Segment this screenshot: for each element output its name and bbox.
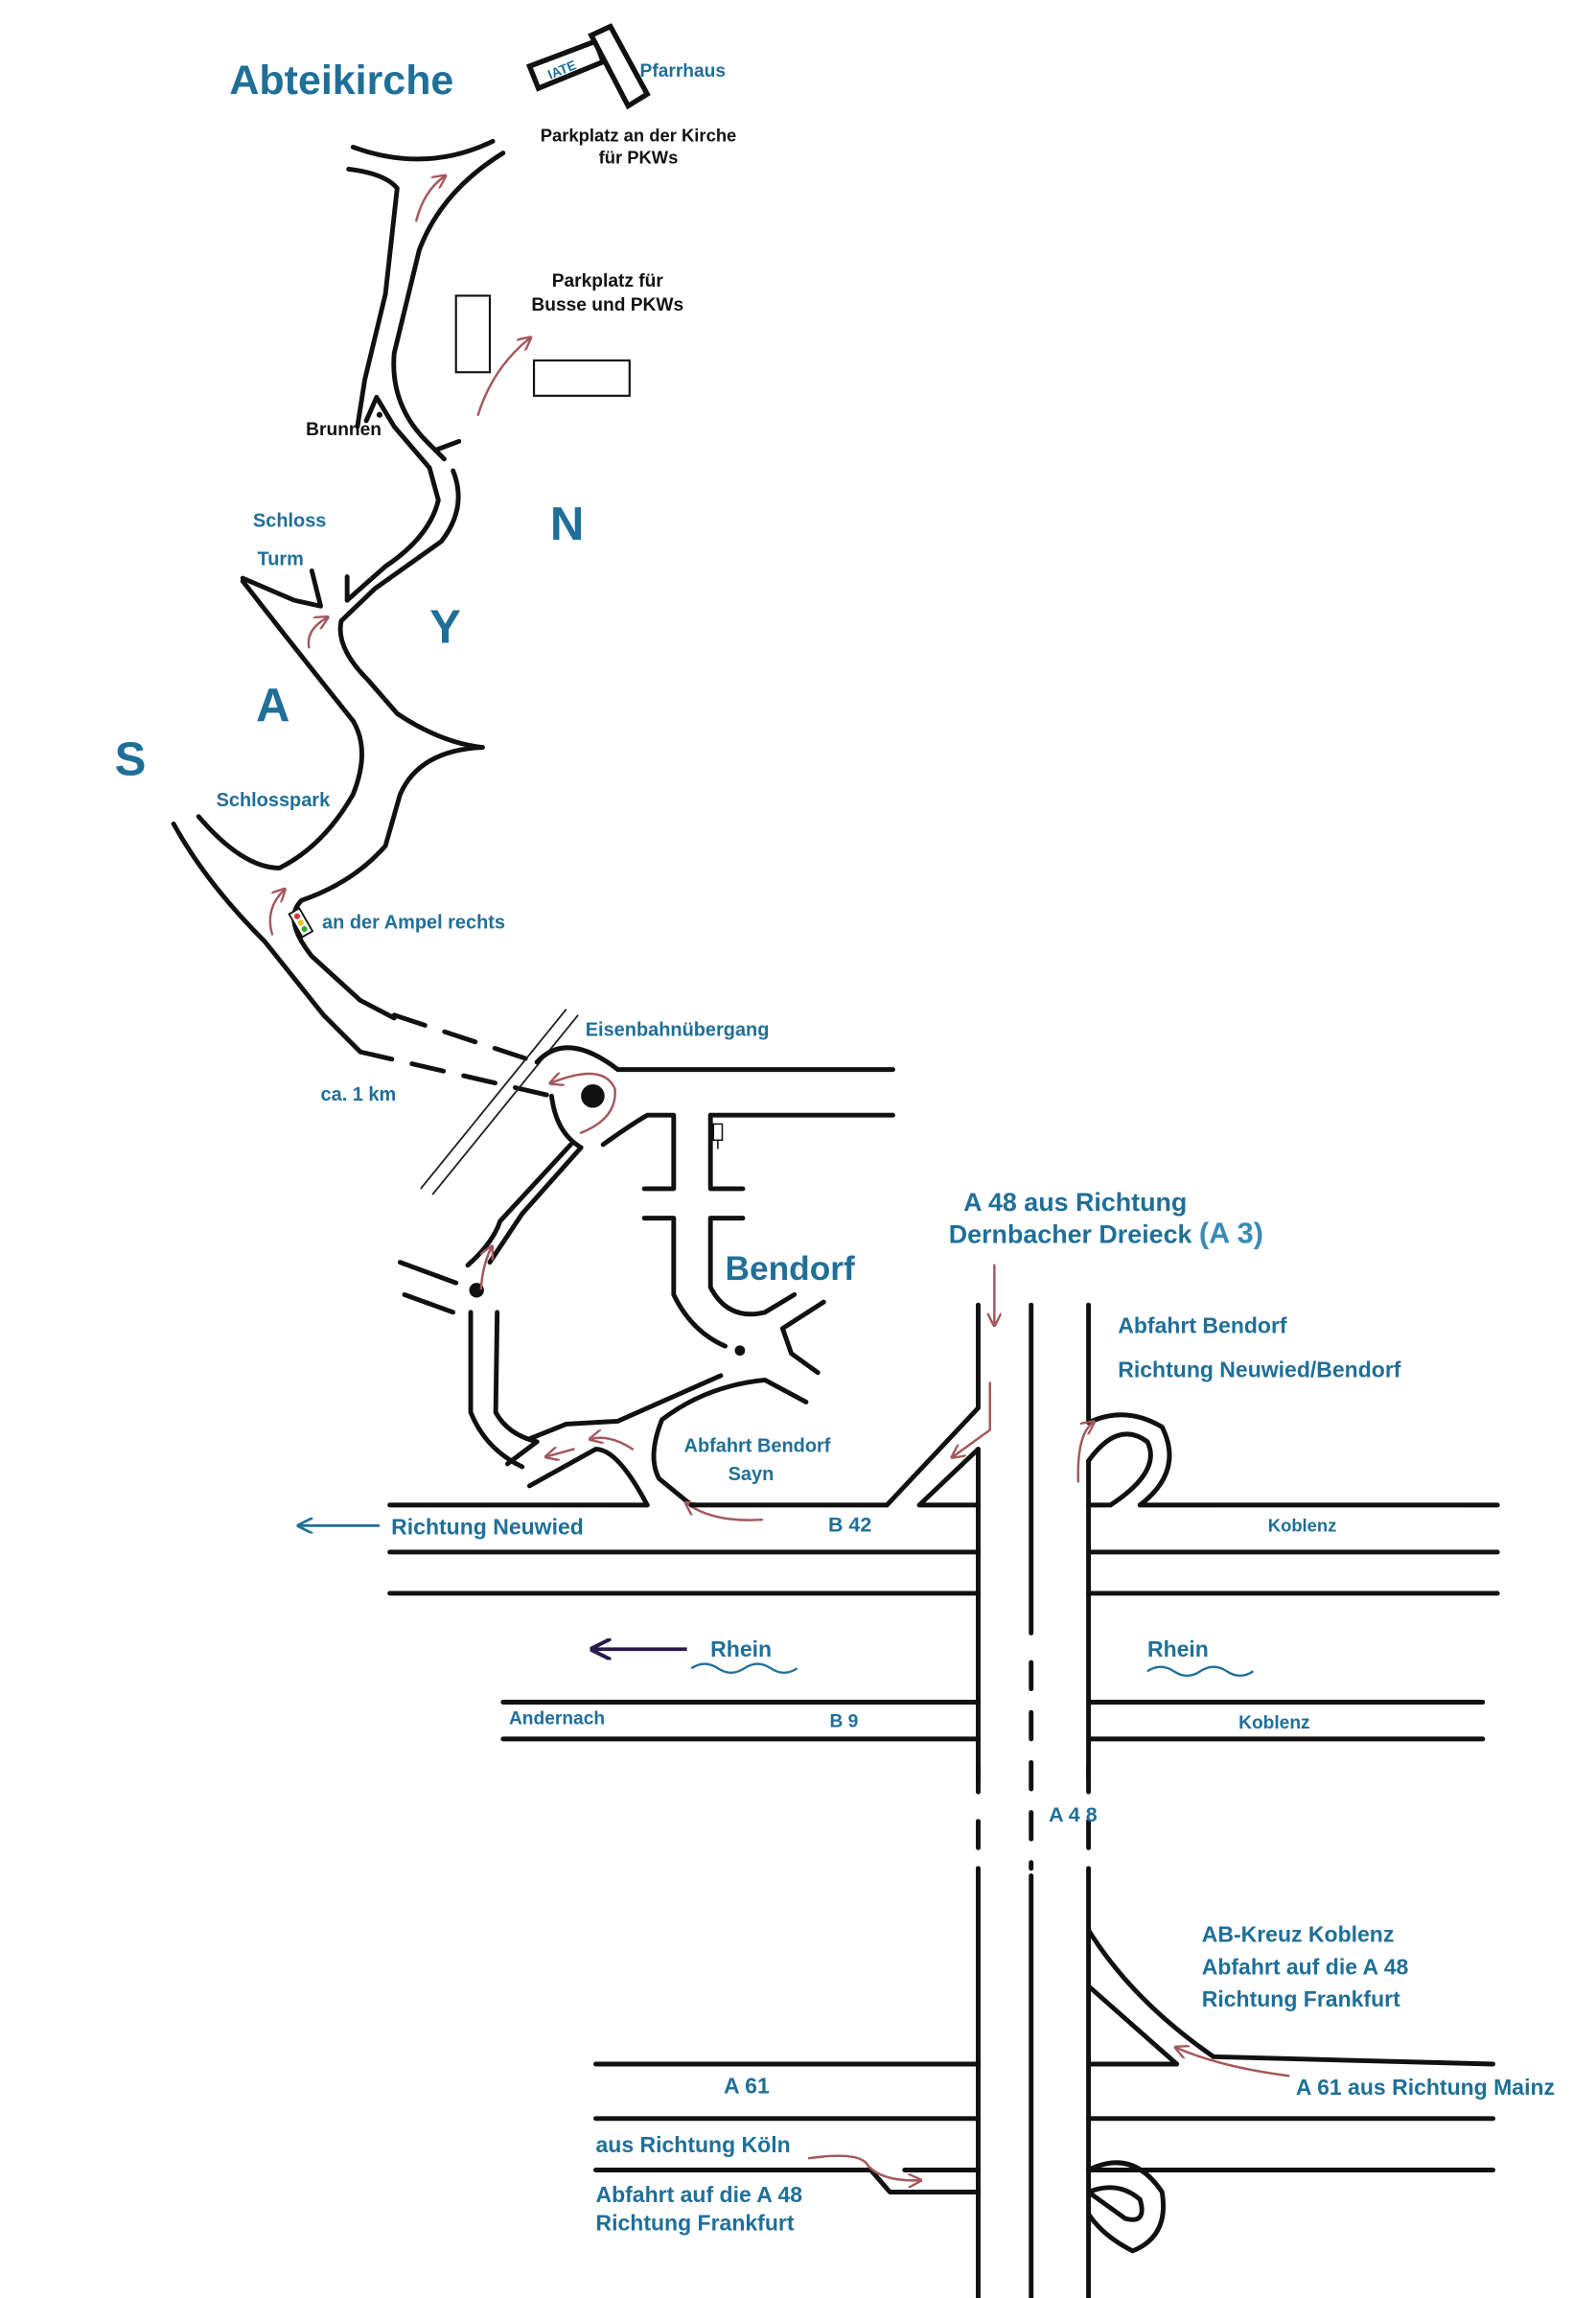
pfarrhaus-building-icon: IATE: [525, 23, 651, 110]
koeln-arrow: [807, 2154, 919, 2181]
sayn-road: [171, 138, 506, 1055]
parking-lot-2: [532, 359, 631, 397]
b9-label: B 9: [829, 1712, 858, 1732]
rhein-wave-left: [690, 1662, 798, 1674]
parkplatz-kirche-label: Parkplatz an der Kirche: [541, 125, 737, 145]
sayn-letter-s: S: [115, 734, 147, 786]
parking-lot-1: [454, 294, 492, 374]
ampel-label: an der Ampel rechts: [322, 912, 505, 933]
traffic-light-icon: [712, 1123, 724, 1149]
a61-mainz-label: A 61 aus Richtung Mainz: [1296, 2075, 1555, 2100]
koeln-label: aus Richtung Köln: [595, 2132, 790, 2157]
dashed-road: [391, 1012, 540, 1065]
b42-label: B 42: [828, 1513, 871, 1536]
rhein-wave-right: [1146, 1665, 1255, 1678]
sayn-letter-a: A: [256, 680, 289, 731]
ab-kreuz-label: AB-Kreuz Koblenz: [1202, 1922, 1395, 1947]
a3-label: (A 3): [1199, 1217, 1263, 1250]
andernach-label: Andernach: [509, 1709, 605, 1729]
sayn-letter-y: Y: [429, 602, 461, 654]
abfahrt-sayn-label-2: Sayn: [729, 1464, 775, 1485]
a48-motorway: [884, 1302, 1172, 2298]
ab-kreuz-label-3: Richtung Frankfurt: [1202, 1986, 1400, 2011]
railway-line: [420, 1009, 567, 1190]
a48-from-label-2: Dernbacher Dreieck (A 3): [949, 1217, 1263, 1250]
a48-label: A 4 8: [1049, 1803, 1098, 1826]
sayn-letter-n: N: [550, 499, 584, 550]
route-arrow: [268, 890, 284, 936]
koblenz-b9-label: Koblenz: [1238, 1713, 1310, 1733]
traffic-light-icon: [288, 907, 314, 939]
distance-label: ca. 1 km: [321, 1084, 397, 1105]
koblenz-b42-label: Koblenz: [1268, 1515, 1337, 1535]
turm-label: Turm: [258, 548, 304, 569]
a48-exit-arrow: [953, 1381, 991, 1456]
parkplatz-busse-label-2: Busse und PKWs: [531, 295, 683, 315]
rhein-left-label: Rhein: [710, 1636, 772, 1661]
parkplatz-busse-label: Parkplatz für: [552, 271, 664, 291]
richtung-neuwied-bendorf-label: Richtung Neuwied/Bendorf: [1118, 1357, 1400, 1381]
pfarrhaus-label: Pfarrhaus: [640, 61, 727, 81]
a61-label: A 61: [724, 2074, 770, 2099]
rhein-right-label: Rhein: [1147, 1636, 1209, 1661]
route-arrow: [547, 1450, 575, 1457]
route-arrow: [307, 618, 327, 649]
dashed-road: [358, 1049, 554, 1099]
schlosspark-label: Schlosspark: [217, 790, 331, 811]
route-arrow: [1076, 1423, 1093, 1483]
parkplatz-kirche-label-2: für PKWs: [599, 147, 679, 167]
b42-road: [387, 1502, 1500, 1596]
route-arrow: [591, 1438, 635, 1451]
b9-road: [500, 1700, 1486, 1742]
abfahrt-a48-label-2: Richtung Frankfurt: [595, 2210, 794, 2235]
brunnen-dot: [376, 411, 382, 418]
roundabout-route-arrow: [551, 1074, 616, 1134]
ab-kreuz-label-2: Abfahrt auf die A 48: [1202, 1954, 1409, 1979]
a61-road: [593, 1927, 1496, 2254]
a48-from-label: A 48 aus Richtung: [963, 1188, 1187, 1217]
bendorf-roads: [397, 1045, 895, 1508]
richtung-neuwied-label: Richtung Neuwied: [391, 1515, 584, 1540]
route-arrow: [476, 338, 530, 416]
railway-line: [431, 1014, 579, 1195]
abfahrt-bendorf-label: Abfahrt Bendorf: [1118, 1312, 1287, 1337]
abfahrt-sayn-label: Abfahrt Bendorf: [684, 1436, 831, 1457]
brunnen-label: Brunnen: [306, 420, 382, 440]
abteikirche-label: Abteikirche: [229, 58, 453, 104]
route-arrow: [479, 1247, 492, 1290]
abfahrt-a48-label: Abfahrt auf die A 48: [595, 2182, 802, 2207]
eisenbahn-label: Eisenbahnübergang: [586, 1019, 770, 1040]
a61-mainz-arrow: [1177, 2048, 1290, 2077]
schloss-label: Schloss: [253, 510, 326, 531]
route-arrow: [415, 176, 444, 222]
bendorf-label: Bendorf: [726, 1250, 855, 1288]
